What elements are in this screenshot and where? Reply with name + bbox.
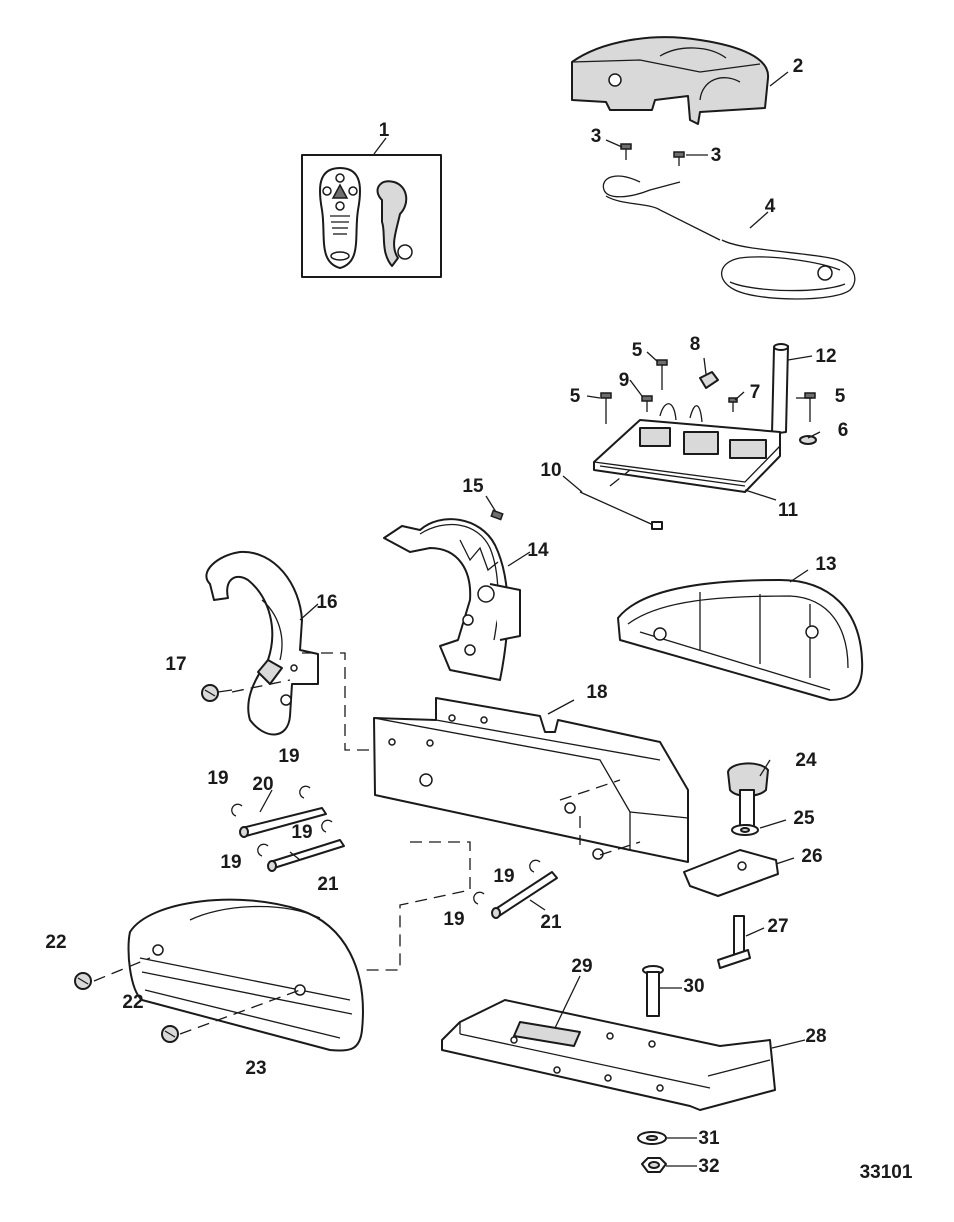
part-16-side-bracket bbox=[205, 550, 319, 736]
part-13-housing bbox=[617, 579, 864, 701]
part-6-washer bbox=[799, 435, 817, 445]
callout-5: 5 bbox=[835, 386, 846, 407]
callout-20: 20 bbox=[252, 774, 273, 795]
callout-1: 1 bbox=[379, 120, 390, 141]
callout-31: 31 bbox=[698, 1128, 720, 1149]
callout-19: 19 bbox=[493, 866, 514, 887]
callout-22: 22 bbox=[122, 992, 143, 1013]
callout-6: 6 bbox=[838, 420, 849, 441]
callout-23: 23 bbox=[245, 1058, 266, 1079]
callout-29: 29 bbox=[571, 956, 592, 977]
figure-number: 33101 bbox=[860, 1162, 913, 1183]
part-3-screws bbox=[620, 143, 685, 166]
callout-15: 15 bbox=[462, 476, 484, 497]
part-25-washer bbox=[731, 824, 759, 836]
part-28-base-plate bbox=[441, 999, 776, 1111]
callout-13: 13 bbox=[815, 554, 836, 575]
callout-21: 21 bbox=[540, 912, 562, 933]
callout-11: 11 bbox=[778, 500, 799, 521]
callout-7: 7 bbox=[750, 382, 761, 403]
callout-19: 19 bbox=[291, 822, 312, 843]
callout-19: 19 bbox=[207, 768, 228, 789]
part-1-remote-inset bbox=[301, 154, 442, 278]
part-14-gear-plate bbox=[383, 518, 521, 681]
callout-30: 30 bbox=[683, 976, 704, 997]
callout-32: 32 bbox=[698, 1156, 719, 1177]
callout-9: 9 bbox=[619, 370, 630, 391]
callout-25: 25 bbox=[793, 808, 815, 829]
callout-8: 8 bbox=[690, 334, 701, 355]
part-31-washer bbox=[637, 1131, 667, 1145]
part-27-t-bolt bbox=[717, 915, 751, 969]
callout-24: 24 bbox=[795, 750, 817, 771]
part-22-screws bbox=[74, 972, 179, 1043]
part-4-cable-harness bbox=[602, 175, 856, 300]
callout-18: 18 bbox=[586, 682, 607, 703]
callout-4: 4 bbox=[765, 196, 776, 217]
callout-12: 12 bbox=[815, 346, 836, 367]
part-17-screw bbox=[201, 684, 233, 702]
callout-14: 14 bbox=[527, 540, 549, 561]
part-9-screw bbox=[641, 395, 653, 412]
part-21-pins bbox=[267, 839, 558, 919]
part-12-antenna bbox=[771, 343, 789, 435]
callout-26: 26 bbox=[801, 846, 822, 867]
part-7-screw bbox=[728, 397, 738, 412]
part-30-bolt bbox=[642, 965, 664, 1017]
callout-5: 5 bbox=[632, 340, 643, 361]
callout-3: 3 bbox=[591, 126, 602, 147]
callout-5: 5 bbox=[570, 386, 581, 407]
part-8-plug bbox=[699, 371, 719, 389]
callout-19: 19 bbox=[278, 746, 299, 767]
callout-22: 22 bbox=[45, 932, 66, 953]
part-11-control-board bbox=[593, 403, 781, 493]
part-10-cable-tie bbox=[579, 491, 663, 530]
callout-19: 19 bbox=[443, 909, 464, 930]
part-18-main-bracket bbox=[373, 697, 689, 863]
part-19-e-clips bbox=[231, 785, 541, 905]
callout-19: 19 bbox=[220, 852, 241, 873]
callout-21: 21 bbox=[317, 874, 339, 895]
callout-17: 17 bbox=[165, 654, 186, 675]
leader-lines bbox=[259, 71, 821, 1167]
part-2-top-cover bbox=[571, 36, 770, 125]
part-23-front-cover bbox=[127, 898, 364, 1052]
callout-27: 27 bbox=[767, 916, 788, 937]
part-15-screw bbox=[490, 509, 504, 521]
part-5-screws bbox=[600, 359, 816, 424]
part-29-label bbox=[513, 1021, 581, 1047]
callout-10: 10 bbox=[540, 460, 561, 481]
callout-2: 2 bbox=[793, 56, 804, 77]
part-32-nut bbox=[641, 1157, 667, 1173]
part-20-pin bbox=[239, 807, 327, 838]
callout-3: 3 bbox=[711, 145, 722, 166]
assembly-dashed-lines bbox=[93, 469, 641, 1035]
callout-16: 16 bbox=[316, 592, 337, 613]
callout-labels: 1 2 3 3 4 5 5 5 6 7 8 9 10 11 12 13 14 1… bbox=[45, 56, 848, 1177]
callout-28: 28 bbox=[805, 1026, 826, 1047]
part-26-clamp-plate bbox=[683, 849, 779, 897]
